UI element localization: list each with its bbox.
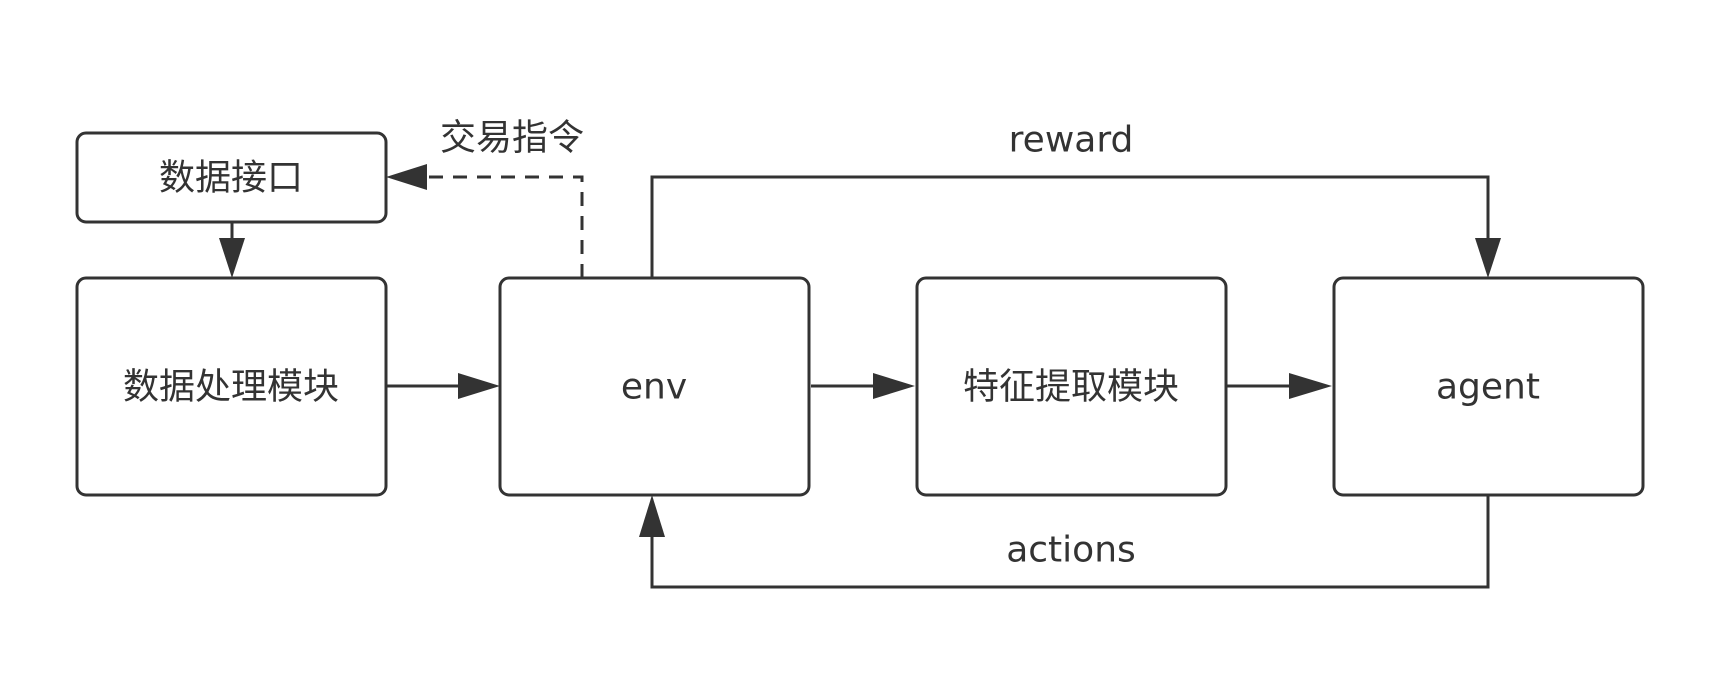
arrowhead-reward bbox=[1475, 238, 1501, 278]
arrowhead-actions bbox=[639, 495, 665, 537]
edge-env-to-interface bbox=[425, 175, 584, 278]
node-data-interface-label: 数据接口 bbox=[159, 158, 303, 199]
arrowhead-processing-to-env bbox=[458, 373, 500, 399]
node-data-processing-label: 数据处理模块 bbox=[123, 367, 339, 408]
node-feature-extraction: 特征提取模块 bbox=[915, 276, 1228, 497]
edge-label-trade-instruction: 交易指令 bbox=[440, 118, 584, 159]
node-agent: agent bbox=[1332, 276, 1645, 497]
node-agent-label: agent bbox=[1436, 367, 1540, 408]
arrowhead-env-to-interface bbox=[386, 164, 427, 190]
arrowhead-env-to-feature bbox=[873, 373, 915, 399]
node-data-interface: 数据接口 bbox=[75, 131, 388, 224]
node-data-processing: 数据处理模块 bbox=[75, 276, 388, 497]
arrowhead-interface-to-processing bbox=[219, 238, 245, 278]
edge-reward bbox=[650, 175, 1490, 278]
node-env-label: env bbox=[621, 367, 687, 408]
edge-label-reward: reward bbox=[1009, 120, 1134, 161]
node-env: env bbox=[498, 276, 811, 497]
edge-actions bbox=[650, 495, 1490, 589]
edge-label-actions: actions bbox=[1006, 530, 1136, 571]
arrowhead-feature-to-agent bbox=[1289, 373, 1332, 399]
node-feature-extraction-label: 特征提取模块 bbox=[963, 367, 1179, 408]
